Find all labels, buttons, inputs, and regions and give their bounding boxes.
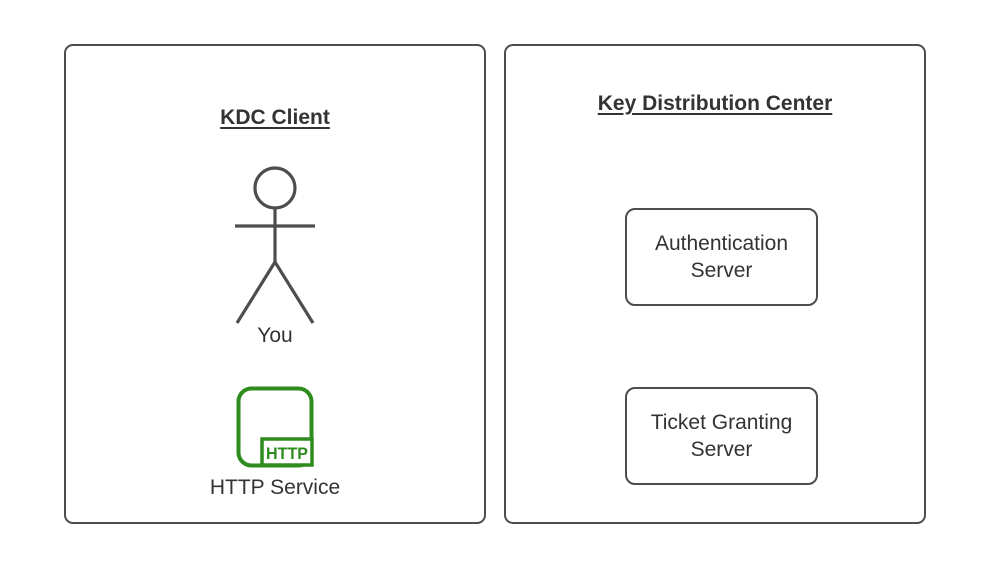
authentication-server-label: Authentication Server bbox=[654, 232, 789, 282]
ticket-granting-server-box: Ticket Granting Server bbox=[625, 387, 818, 485]
key-distribution-center-panel: Key Distribution Center Authentication S… bbox=[504, 44, 926, 524]
authentication-server-box: Authentication Server bbox=[625, 208, 818, 306]
kdc-client-title: KDC Client bbox=[220, 106, 330, 129]
actor-left-leg bbox=[235, 261, 277, 324]
ticket-granting-server-label: Ticket Granting Server bbox=[650, 411, 793, 461]
actor-head bbox=[253, 166, 297, 210]
http-badge-frame bbox=[260, 437, 314, 467]
actor-right-leg bbox=[273, 261, 315, 324]
key-distribution-center-title: Key Distribution Center bbox=[597, 92, 833, 115]
kdc-client-panel: KDC Client You HTTP HTTP Service bbox=[64, 44, 486, 524]
http-service-icon: HTTP bbox=[236, 386, 314, 468]
person-actor-icon bbox=[235, 166, 315, 324]
actor-label: You bbox=[257, 324, 293, 347]
http-badge-text: HTTP bbox=[266, 444, 308, 463]
http-service-label: HTTP Service bbox=[209, 476, 341, 499]
